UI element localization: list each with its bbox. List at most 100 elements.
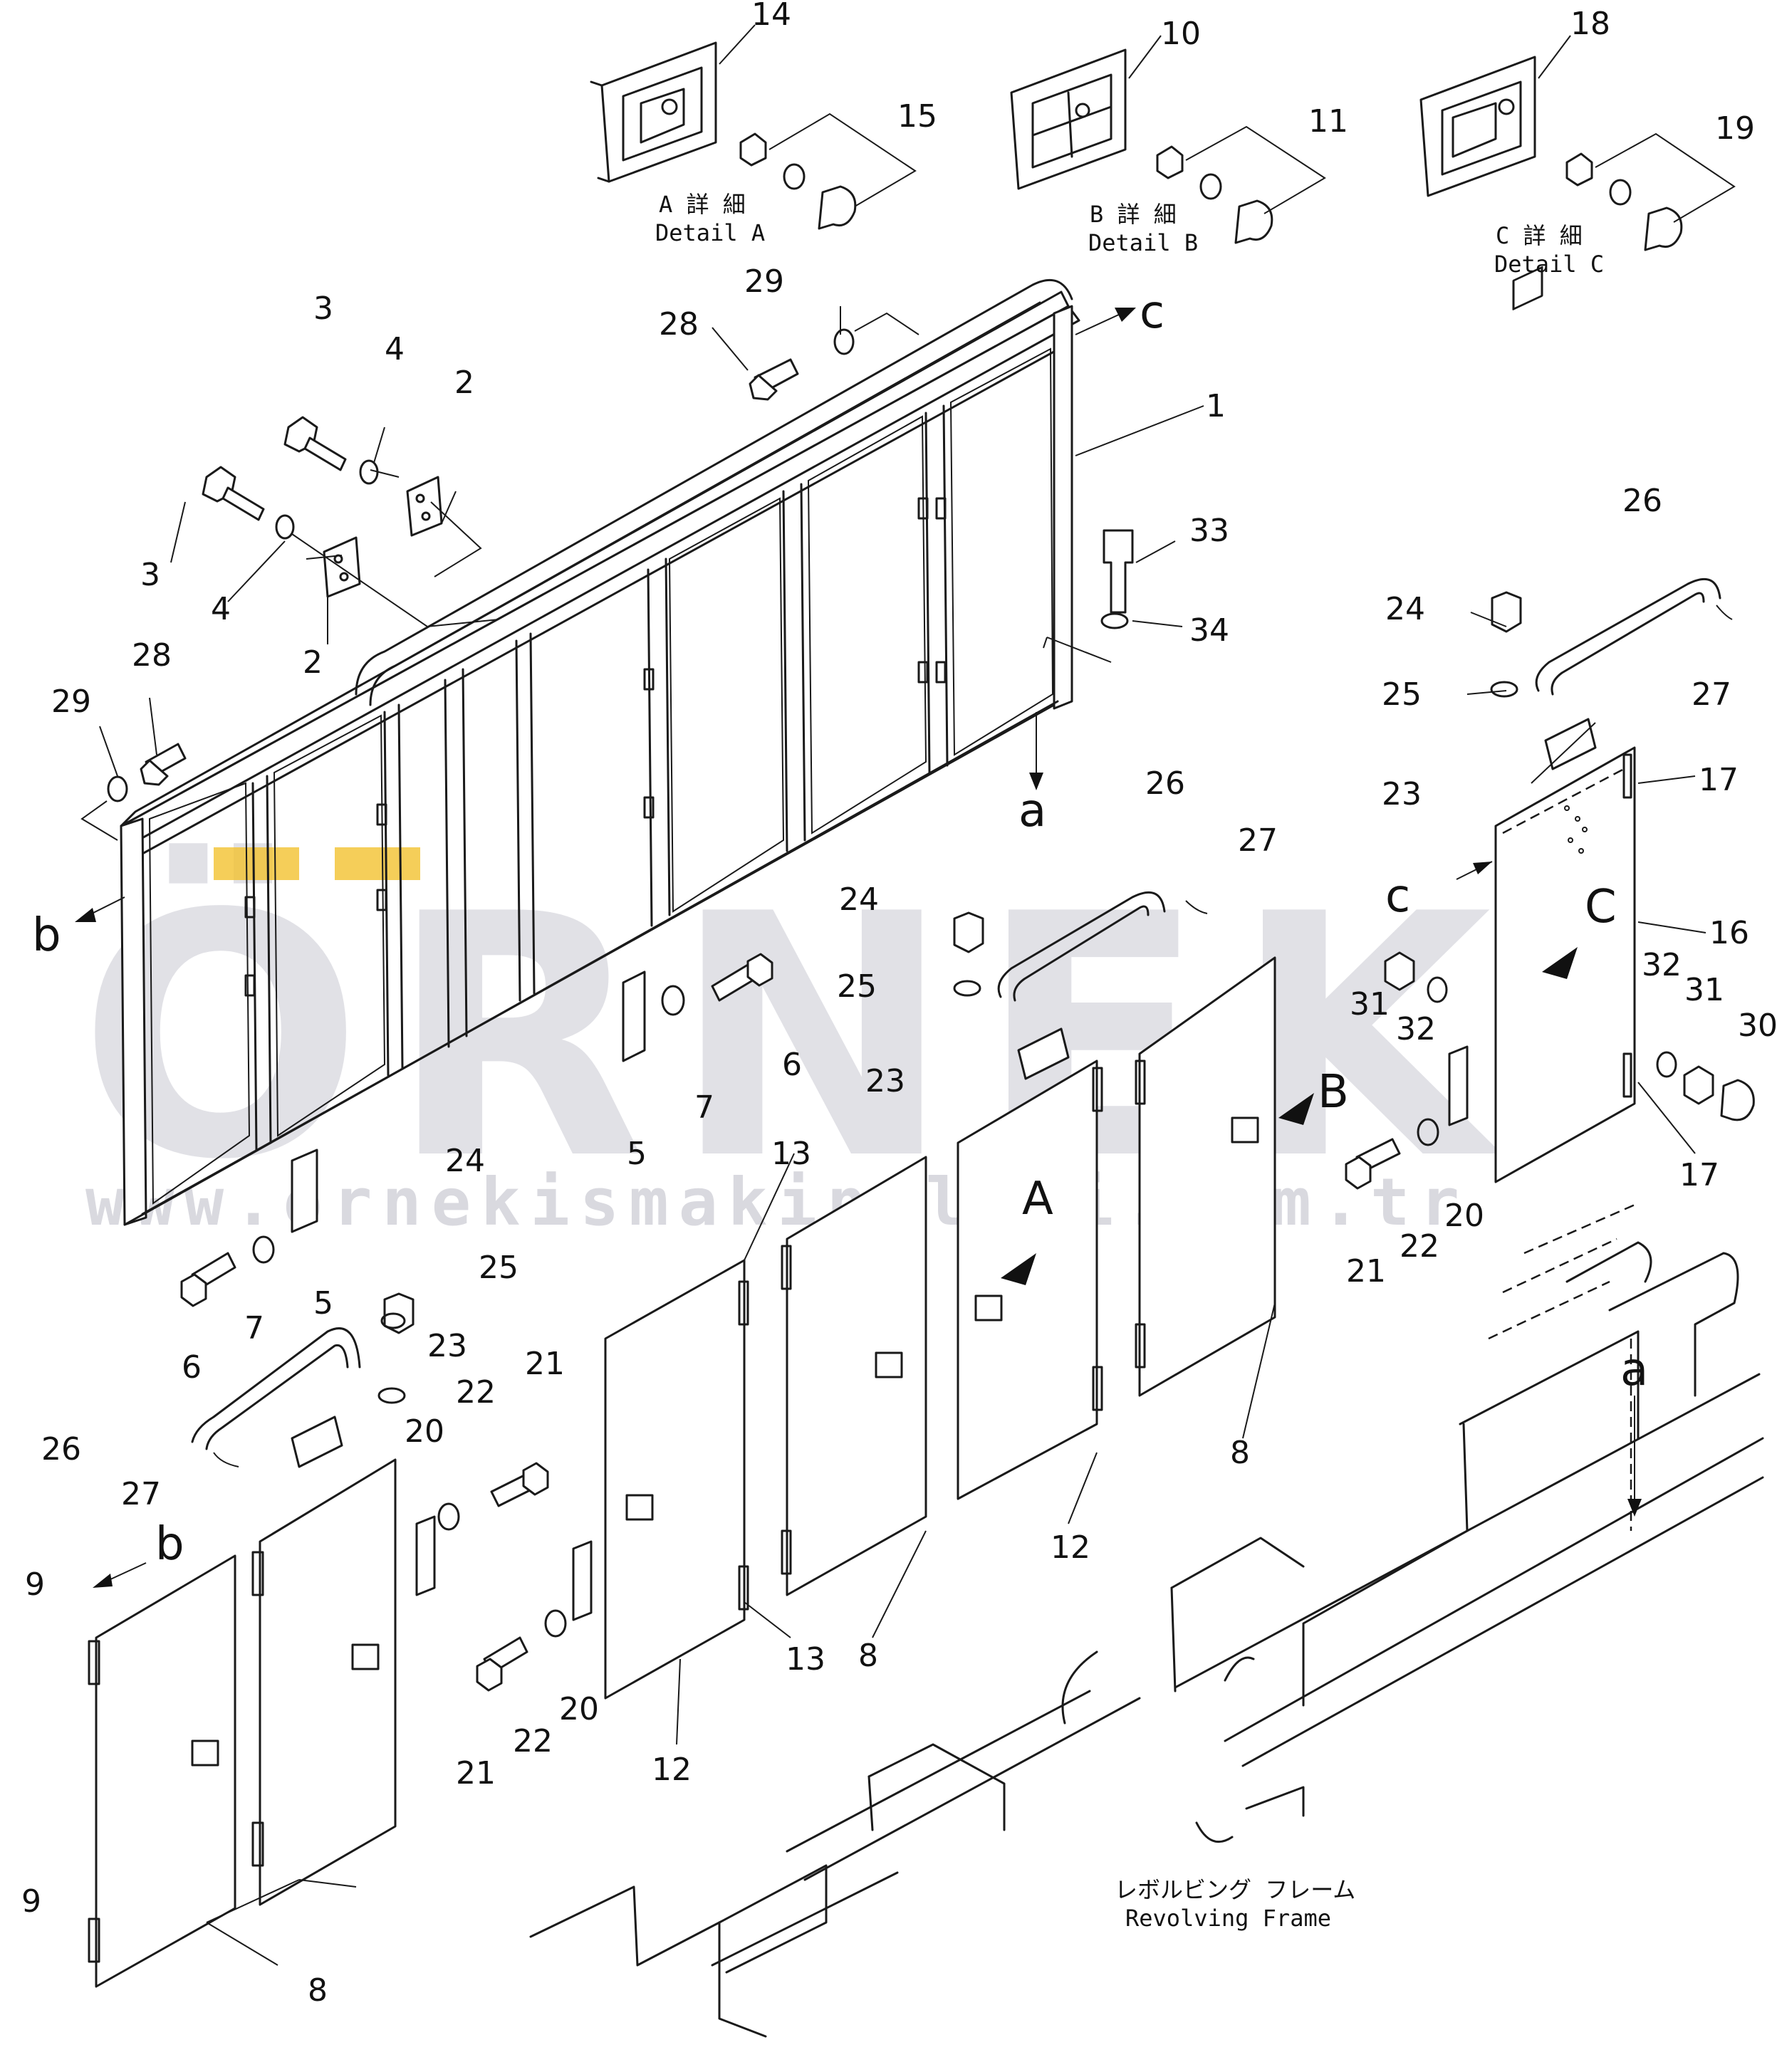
detail-a-pointer [1001,1253,1036,1285]
callout-25: 25 [837,968,877,1005]
callout-27: 27 [1692,676,1731,713]
detail-c-drawing [1419,35,1736,251]
door-panel-16 [1494,266,1636,1183]
callout-13: 13 [771,1136,811,1172]
view-letter-C: C [1585,881,1617,933]
view-letter-B: B [1318,1066,1349,1119]
watermark-accent-left [214,847,299,880]
handle-set-center [953,891,1208,1080]
callout-11: 11 [1308,103,1348,140]
callout-29: 29 [51,684,91,720]
frame-hardware [80,312,1134,841]
callout-6: 6 [782,1047,802,1083]
callout-31: 31 [1350,986,1390,1022]
callout-28: 28 [659,306,699,342]
callout-21: 21 [456,1755,496,1791]
callout-8: 8 [858,1638,878,1674]
callout-14: 14 [751,0,791,33]
main-frame [120,278,1080,1226]
callout-20: 20 [405,1413,444,1450]
revolving-frame-label-jp: レボルビング フレーム [1115,1876,1355,1903]
callout-26: 26 [1145,765,1185,802]
callout-17: 17 [1699,762,1739,798]
view-arrows [75,308,1642,1588]
revolving-frame-drawing [529,1202,1764,2038]
callout-24: 24 [445,1143,485,1179]
callout-5: 5 [627,1136,647,1172]
door-panel-8-right [1135,956,1276,1397]
detail-b-pointer [1278,1093,1314,1125]
callout-30: 30 [1738,1008,1777,1044]
callout-32: 32 [1396,1011,1436,1047]
brackets-and-bolts [180,951,1755,1692]
door-panel-pair-8 [88,1458,397,1988]
callout-21: 21 [525,1346,565,1382]
view-letter-A: A [1022,1173,1053,1225]
callout-23: 23 [865,1063,905,1099]
detail-a-en: Detail A [655,219,765,246]
callout-28: 28 [132,637,172,674]
callout-20: 20 [559,1691,599,1727]
watermark-accent-right [335,847,420,880]
callout-22: 22 [1400,1228,1439,1265]
callout-7: 7 [694,1089,714,1126]
callout-10: 10 [1161,16,1201,52]
callout-21: 21 [1346,1253,1386,1289]
callout-13: 13 [786,1641,825,1678]
callout-2: 2 [454,365,474,401]
detail-b-jp: B 詳 細 [1090,201,1177,228]
callout-1: 1 [1206,388,1226,424]
callout-12: 12 [652,1752,692,1788]
callout-8: 8 [1230,1435,1250,1471]
handle-set-left [191,1292,415,1468]
callout-3: 3 [140,557,160,593]
callout-12: 12 [1051,1529,1090,1566]
detail-a-jp: A 詳 細 [659,191,746,218]
callout-labels: 1 2 2 3 3 4 4 5 5 6 6 7 7 8 8 8 9 9 10 1… [21,0,1777,2009]
view-letter-b: b [32,909,61,962]
callout-9: 9 [21,1883,41,1920]
door-panel-12-left [604,1259,749,1700]
callout-6: 6 [182,1349,202,1386]
callout-4: 4 [385,331,405,367]
callout-32: 32 [1642,947,1682,983]
callout-20: 20 [1444,1198,1484,1234]
callout-5: 5 [313,1285,333,1322]
callout-31: 31 [1684,972,1724,1008]
detail-c-jp: C 詳 細 [1496,222,1583,249]
callout-24: 24 [839,881,879,918]
callout-22: 22 [456,1374,496,1411]
callout-33: 33 [1189,513,1229,549]
detail-a-drawing [590,24,917,230]
callout-2: 2 [303,644,323,681]
detail-c-en: Detail C [1494,251,1604,278]
callout-19: 19 [1715,110,1755,147]
callout-4: 4 [211,591,231,627]
callout-26: 26 [41,1431,81,1467]
leader-lines [99,306,1706,1966]
callout-27: 27 [1238,822,1278,859]
view-letter-a: a [1620,1344,1648,1396]
callout-22: 22 [513,1723,553,1759]
detail-captions: A 詳 細 Detail A B 詳 細 Detail B C 詳 細 Deta… [655,191,1604,1932]
callout-9: 9 [25,1566,45,1603]
view-letter-c: c [1140,286,1164,339]
detail-c-pointer [1542,947,1578,979]
view-letter-a: a [1018,785,1046,837]
view-letter-b: b [155,1518,184,1571]
callout-17: 17 [1679,1157,1719,1193]
view-letter-labels: a a b b c c A B C [32,286,1648,1571]
callout-25: 25 [1382,676,1422,713]
callout-25: 25 [479,1250,518,1286]
callout-18: 18 [1570,6,1610,42]
handle-set-right [1490,577,1733,770]
detail-b-en: Detail B [1088,229,1198,256]
callout-15: 15 [897,98,937,135]
view-letter-c: c [1385,870,1410,923]
callout-27: 27 [121,1476,161,1512]
callout-8: 8 [308,1972,328,2009]
callout-3: 3 [313,291,333,327]
callout-23: 23 [1382,776,1422,812]
revolving-frame-label-en: Revolving Frame [1125,1905,1331,1932]
